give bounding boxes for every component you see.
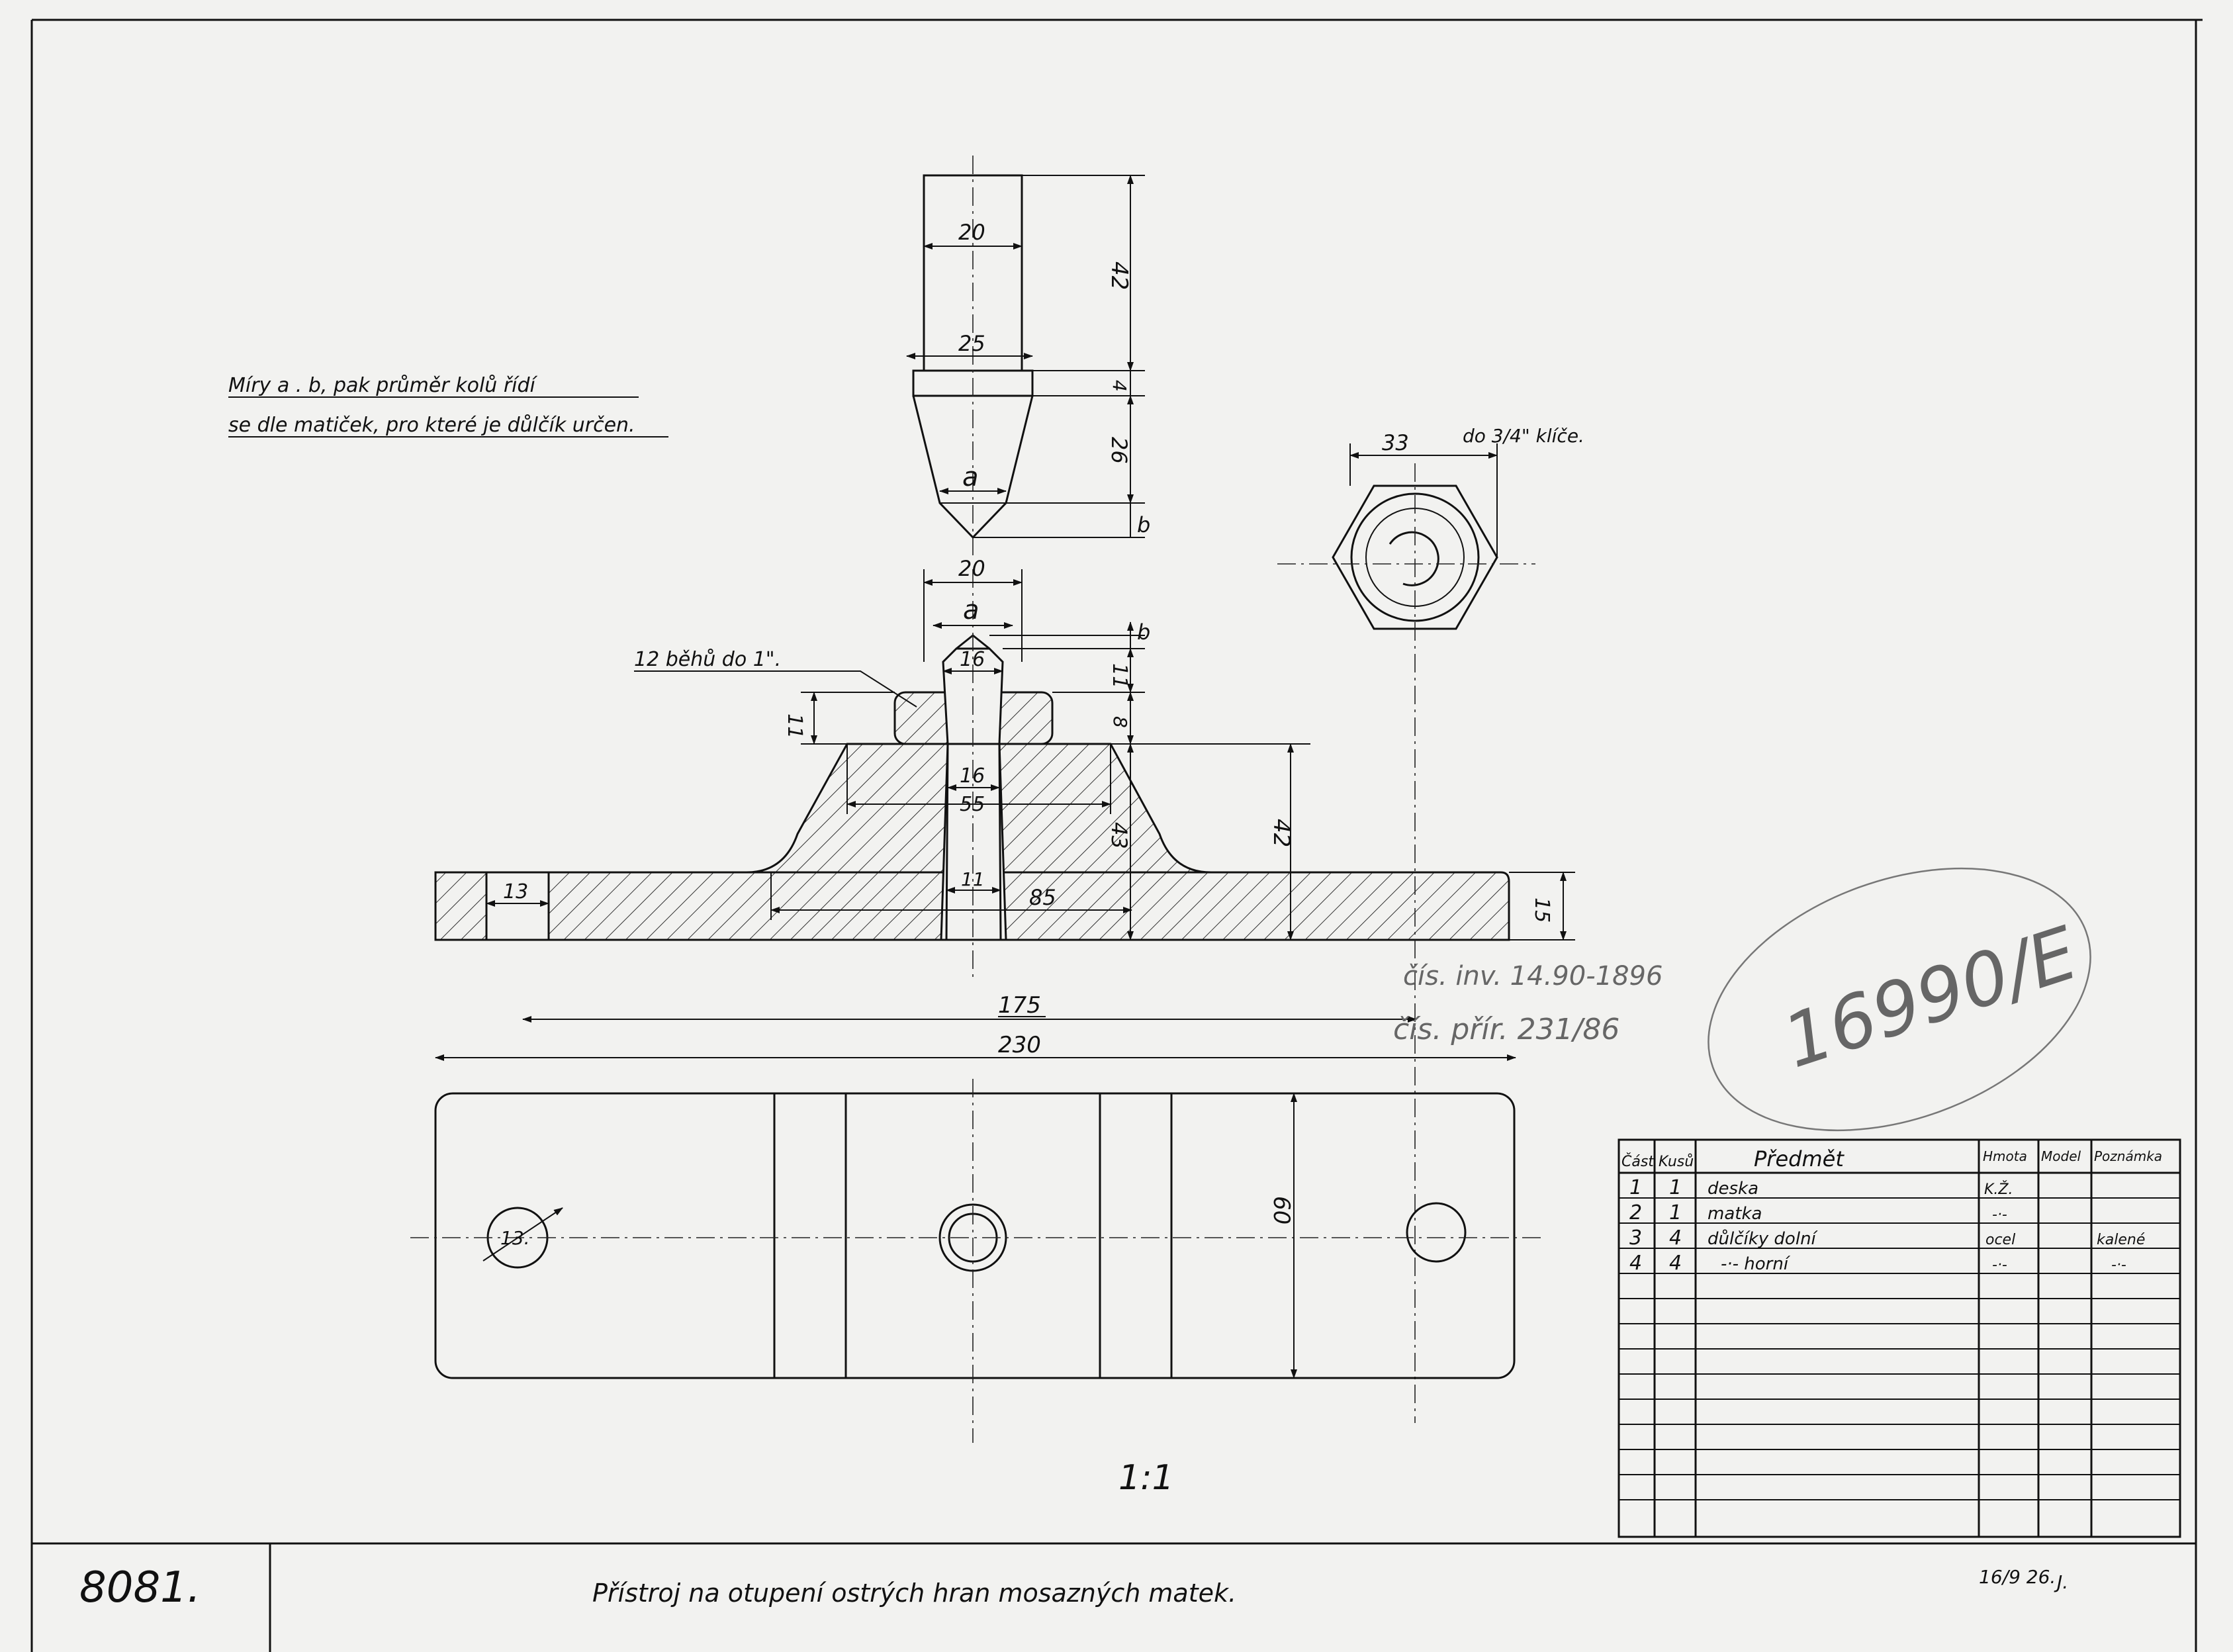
dim-16-top: 16: [960, 648, 985, 671]
bom-row1-item: deska: [1708, 1179, 1758, 1199]
dim-55: 55: [960, 793, 985, 816]
dim-11-right: 11: [1108, 663, 1131, 688]
bom-row3-material: ocel: [1985, 1232, 2015, 1248]
dim-15: 15: [1530, 897, 1553, 923]
note-line-1: Míry a . b, pak průměr kolů řídí: [228, 374, 538, 397]
key-note: do 3/4" klíče.: [1463, 425, 1584, 447]
dim-60: 60: [1268, 1196, 1295, 1224]
upper-punch-dims: 20 25 a 42 4 26 b: [906, 175, 1150, 538]
bom-row2-qty: 1: [1669, 1201, 1682, 1224]
bom-row2-part: 2: [1629, 1201, 1642, 1224]
dim-a-top: a: [962, 462, 979, 492]
bom-header-part: Část: [1621, 1153, 1655, 1170]
dim-43: 43: [1107, 822, 1132, 849]
bom-row4-part: 4: [1629, 1252, 1642, 1275]
dim-20-mid: 20: [958, 556, 985, 581]
bom-row3-part: 3: [1629, 1226, 1642, 1250]
dim-230: 230: [998, 1032, 1041, 1058]
bom-row4-qty: 4: [1669, 1252, 1682, 1275]
drawing-scale: 1:1: [1118, 1458, 1174, 1498]
drawing-title: Přístroj na otupení ostrých hran mosazný…: [592, 1579, 1236, 1608]
drawing-note: Míry a . b, pak průměr kolů řídí se dle …: [228, 374, 668, 437]
inventory-number: čís. inv. 14.90-1896: [1403, 961, 1663, 991]
bom-header-qty: Kusů: [1659, 1153, 1694, 1170]
dim-26: 26: [1107, 437, 1132, 464]
dim-a-mid: a: [963, 595, 980, 625]
bom-row3-note: kalené: [2097, 1232, 2145, 1248]
bom-row2-item: matka: [1708, 1204, 1762, 1224]
bom-row4-note: -·-: [2111, 1257, 2126, 1273]
note-line-2: se dle matiček, pro které je důlčík urče…: [228, 414, 635, 437]
dim-b-top: b: [1137, 512, 1150, 537]
bom-row4-item: -·- horní: [1721, 1254, 1791, 1274]
bom-row1-part: 1: [1629, 1176, 1642, 1199]
nut-end-view: [1277, 463, 1535, 1423]
dim-175: 175: [998, 992, 1041, 1019]
base-section: [434, 569, 1510, 980]
drawing-number: 8081.: [79, 1563, 201, 1612]
title-block: 8081. Přístroj na otupení ostrých hran m…: [79, 1563, 2068, 1612]
bom-row1-material: K.Ž.: [1984, 1181, 2013, 1198]
bom-header-item: Předmět: [1754, 1146, 1845, 1171]
dim-33: 33: [1382, 430, 1409, 455]
drafter-initials: J.: [2054, 1571, 2068, 1593]
dim-13-hole: 13.: [500, 1227, 530, 1249]
drawing-date: 16/9 26.: [1979, 1566, 2056, 1588]
plan-view: 13. 60: [410, 1079, 1542, 1443]
bill-of-materials: Část Kusů Předmět Hmota Model Poznámka 1…: [1618, 1138, 2181, 1538]
nut-dims: 33 do 3/4" klíče.: [1349, 425, 1584, 557]
bom-row4-material: -·-: [1992, 1257, 2007, 1273]
dim-4: 4: [1109, 380, 1130, 392]
section-dims: 20 a 16 b 11 8 43 11 12 běhů do 1". 16 5: [435, 556, 1575, 1061]
dim-42-base: 42: [1268, 819, 1295, 847]
bom-row2-material: -·-: [1992, 1207, 2007, 1223]
dim-11-left: 11: [783, 713, 806, 739]
bom-header-note: Poznámka: [2094, 1148, 2162, 1164]
dim-25: 25: [958, 331, 985, 356]
dim-11-bottom: 11: [961, 868, 985, 890]
dim-85: 85: [1029, 885, 1056, 910]
bom-header-material: Hmota: [1983, 1148, 2027, 1164]
dim-8: 8: [1109, 716, 1131, 728]
bom-header-model: Model: [2041, 1148, 2081, 1164]
bom-row3-item: důlčíky dolní: [1708, 1228, 1819, 1249]
thread-note: 12 běhů do 1".: [634, 648, 781, 671]
dim-13-base: 13: [503, 880, 528, 903]
dim-b-mid: b: [1137, 620, 1150, 645]
bom-row3-qty: 4: [1669, 1226, 1682, 1250]
dim-42-top: 42: [1106, 261, 1132, 290]
acquisition-number: čís. přír. 231/86: [1393, 1013, 1619, 1046]
dim-20-top: 20: [958, 220, 985, 245]
dim-16-low: 16: [960, 764, 985, 788]
bom-row1-qty: 1: [1669, 1176, 1682, 1199]
